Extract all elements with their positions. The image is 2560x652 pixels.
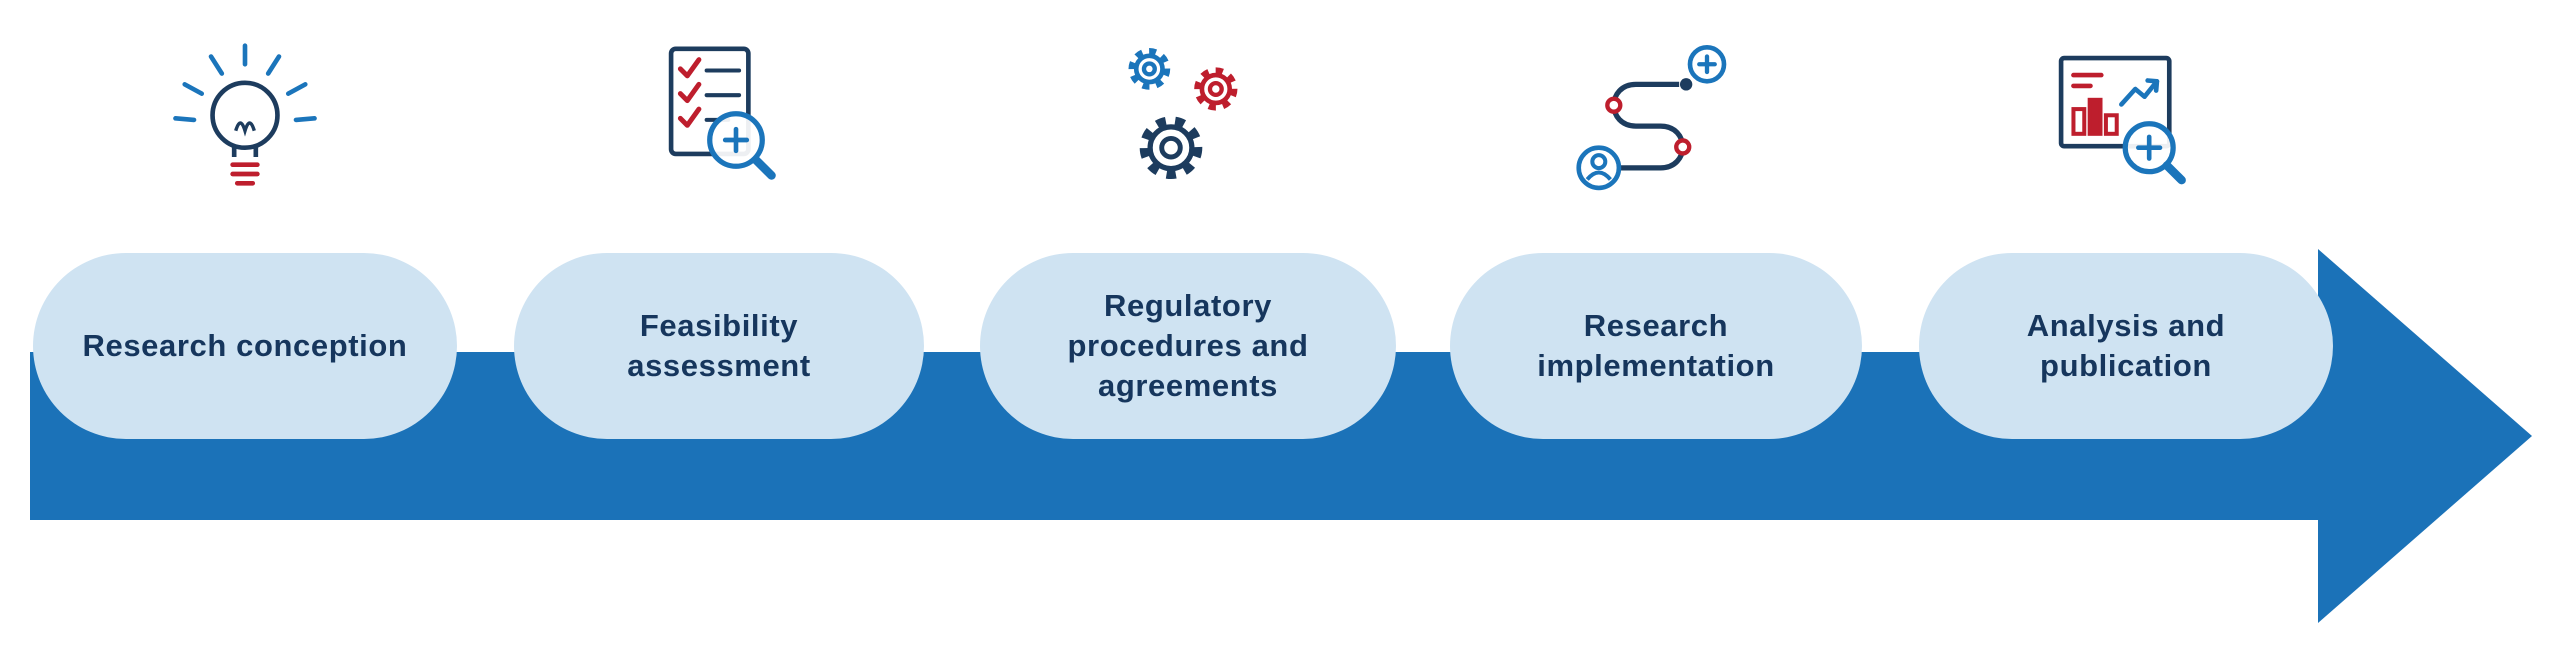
lightbulb-idea-icon: [160, 38, 330, 208]
checklist-magnifier-icon: [634, 38, 804, 208]
stage-pill-feasibility-assessment: Feasibility assessment: [514, 253, 924, 439]
stage-label: Regulatory procedures and agreements: [1067, 288, 1309, 403]
gears-icon: [1103, 38, 1273, 208]
stage-pill-analysis-publication: Analysis and publication: [1919, 253, 2333, 439]
stage-label: Research implementation: [1537, 308, 1775, 383]
stage-pill-research-implementation: Research implementation: [1450, 253, 1862, 439]
stage-label: Analysis and publication: [2026, 308, 2226, 383]
chart-magnifier-icon: [2041, 38, 2211, 208]
stage-label: Research conception: [82, 328, 408, 364]
stage-pill-regulatory-procedures: Regulatory procedures and agreements: [980, 253, 1396, 439]
stage-label: Feasibility assessment: [627, 308, 811, 383]
process-arrow-head: [2318, 249, 2532, 623]
journey-path-icon: [1571, 38, 1741, 208]
stage-pill-research-conception: Research conception: [33, 253, 457, 439]
